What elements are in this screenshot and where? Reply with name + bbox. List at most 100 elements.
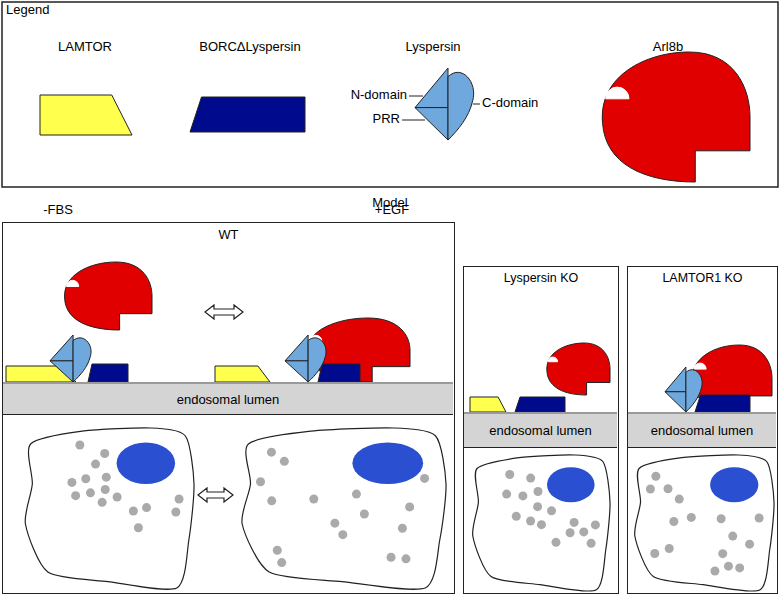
- vesicle-dot: [71, 491, 80, 500]
- vesicle-dot: [664, 484, 673, 493]
- arl8b-shape: [692, 345, 772, 412]
- vesicle-dot: [142, 503, 151, 512]
- legend-frame: [2, 2, 778, 187]
- vesicle-dot: [665, 544, 674, 553]
- nucleus: [547, 467, 595, 502]
- vesicle-dot: [387, 553, 396, 562]
- vesicle-dot: [551, 538, 560, 547]
- vesicle-dot: [273, 546, 282, 555]
- legend-swatch: [190, 97, 305, 132]
- cell: [25, 428, 194, 589]
- membrane-band: endosomal lumen: [3, 382, 453, 415]
- equilibrium-arrow: [205, 305, 243, 319]
- lyspersin-shape: [285, 335, 326, 382]
- arl8b-shape: [65, 262, 152, 330]
- condition-panel: LAMTOR1 KO endosomal lumen: [627, 266, 778, 594]
- vesicle-dot: [669, 517, 678, 526]
- vesicle-dot: [526, 517, 535, 526]
- vesicle-dot: [526, 474, 535, 483]
- nucleus: [352, 442, 423, 484]
- vesicle-dot: [67, 478, 76, 487]
- vesicle-dot: [728, 532, 737, 541]
- lyspersin-shape: [415, 68, 474, 140]
- vesicle-dot: [280, 457, 289, 466]
- label: C-domain: [482, 96, 538, 111]
- vesicle-dot: [724, 562, 733, 571]
- model-illustration: [6, 262, 774, 591]
- vesicle-dot: [646, 485, 655, 494]
- legend-swatch: [602, 52, 750, 182]
- legend-text: BORCΔLyspersin: [199, 40, 300, 55]
- vesicle-dot: [651, 472, 660, 481]
- arl8b-shape: [602, 52, 750, 182]
- vesicle-dot: [81, 474, 90, 483]
- label: N-domain: [351, 88, 407, 103]
- vesicle-dot: [717, 514, 726, 523]
- vesicle-dot: [134, 523, 143, 532]
- band-label: endosomal lumen: [489, 423, 592, 438]
- vesicle-dot: [277, 558, 286, 567]
- vesicle-dot: [360, 509, 369, 518]
- legend-text: Lyspersin: [405, 40, 460, 55]
- vesicle-dot: [175, 494, 184, 503]
- legend-samples: [40, 52, 750, 182]
- vesicle-dot: [267, 448, 276, 457]
- vesicle-dot: [398, 524, 407, 533]
- borc-shape: [318, 364, 360, 382]
- legend-text: LAMTOR: [58, 40, 112, 55]
- vesicle-dot: [502, 490, 511, 499]
- vesicle-dot: [710, 567, 719, 576]
- lamtor-shape: [470, 397, 506, 412]
- vesicle-dot: [171, 507, 180, 516]
- leader-lines: [402, 96, 480, 120]
- equilibrium-arrow: [198, 488, 233, 502]
- vesicle-dot: [256, 477, 265, 486]
- vesicle-dot: [650, 549, 659, 558]
- cell: [635, 455, 774, 591]
- vesicle-dot: [267, 496, 276, 505]
- vesicle-dot: [420, 474, 429, 483]
- arl8b-shape: [308, 318, 410, 382]
- vesicle-dot: [755, 514, 764, 523]
- vesicle-dot: [75, 441, 84, 450]
- borc-shape: [695, 395, 750, 412]
- vesicle-dot: [98, 498, 107, 507]
- vesicle-dot: [102, 473, 111, 482]
- lyspersin-shape: [50, 335, 91, 382]
- borc-shape: [515, 397, 565, 412]
- panel-title: WT: [3, 227, 454, 242]
- vesicle-dot: [352, 490, 361, 499]
- vesicle-dot: [735, 563, 744, 572]
- nucleus: [117, 442, 175, 484]
- vesicle-dot: [101, 485, 110, 494]
- vesicle-dot: [579, 527, 588, 536]
- vesicle-dot: [330, 519, 339, 528]
- vesicle-dot: [745, 540, 754, 549]
- vesicle-dot: [587, 539, 596, 548]
- vesicle-dot: [113, 493, 122, 502]
- label: Legend: [6, 3, 49, 18]
- vesicle-dot: [100, 449, 109, 458]
- lyspersin-shape: [665, 367, 702, 412]
- condition-panel: WT endosomal lumen: [2, 222, 455, 594]
- vesicle-dot: [533, 487, 542, 496]
- membrane-band: endosomal lumen: [628, 412, 776, 448]
- condition-panel: Lyspersin KO endosomal lumen: [463, 266, 619, 594]
- arl8b-shape: [547, 343, 610, 395]
- vesicle-dot: [718, 549, 727, 558]
- nucleus: [710, 467, 758, 502]
- vesicle-dot: [91, 460, 100, 469]
- vesicle-dot: [570, 518, 579, 527]
- vesicle-dot: [512, 512, 521, 521]
- band-label: endosomal lumen: [651, 423, 754, 438]
- label: -FBS: [43, 203, 73, 218]
- vesicle-dot: [86, 488, 95, 497]
- vesicle-dot: [505, 470, 514, 479]
- vesicle-dot: [687, 513, 696, 522]
- vesicle-dot: [129, 506, 138, 515]
- panel-title: Lyspersin KO: [464, 271, 618, 285]
- legend-swatch: [40, 95, 132, 135]
- label: PRR: [373, 112, 400, 127]
- panel-title: LAMTOR1 KO: [628, 271, 777, 285]
